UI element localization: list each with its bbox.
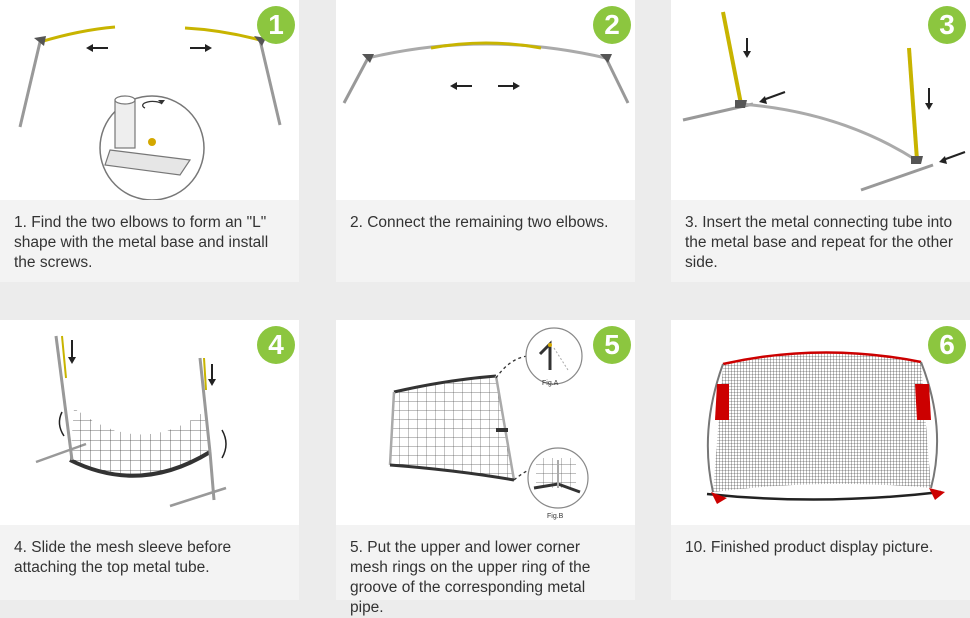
step-4-badge: 4 bbox=[257, 326, 295, 364]
step-4-illustration bbox=[35, 335, 227, 508]
step-panel-2: 2 2. Connect the remaining two elbows. bbox=[336, 0, 635, 282]
step-5-illustration bbox=[388, 327, 589, 509]
step-6-badge: 6 bbox=[928, 326, 966, 364]
fig-b-label: Fig.B bbox=[547, 513, 564, 520]
step-panel-3: 3 3. Insert the metal connecting tube in… bbox=[671, 0, 970, 282]
step-1-illustration bbox=[18, 25, 282, 200]
step-1-caption: 1. Find the two elbows to form an "L" sh… bbox=[0, 200, 299, 282]
step-6-caption: 10. Finished product display picture. bbox=[671, 525, 970, 600]
step-4-caption: 4. Slide the mesh sleeve before attachin… bbox=[0, 525, 299, 600]
step-2-caption: 2. Connect the remaining two elbows. bbox=[336, 200, 635, 282]
step-panel-6: 6 10. Finished product display picture. bbox=[671, 320, 970, 600]
step-2-badge: 2 bbox=[593, 6, 631, 44]
step-6-illustration bbox=[706, 351, 945, 504]
step-5-caption: 5. Put the upper and lower corner mesh r… bbox=[336, 525, 635, 616]
step-panel-5: Fig.A Fig.B 5 5. Put the upper and lower… bbox=[336, 320, 635, 616]
step-3-illustration bbox=[682, 11, 966, 192]
step-panel-4: 4 4. Slide the mesh sleeve before attach… bbox=[0, 320, 299, 600]
step-5-badge: 5 bbox=[593, 326, 631, 364]
step-3-badge: 3 bbox=[928, 6, 966, 44]
step-2-illustration bbox=[342, 41, 630, 104]
step-3-caption: 3. Insert the metal connecting tube into… bbox=[671, 200, 970, 282]
step-panel-1: 1 1. Find the two elbows to form an "L" … bbox=[0, 0, 299, 282]
step-1-badge: 1 bbox=[257, 6, 295, 44]
fig-a-label: Fig.A bbox=[542, 380, 559, 387]
